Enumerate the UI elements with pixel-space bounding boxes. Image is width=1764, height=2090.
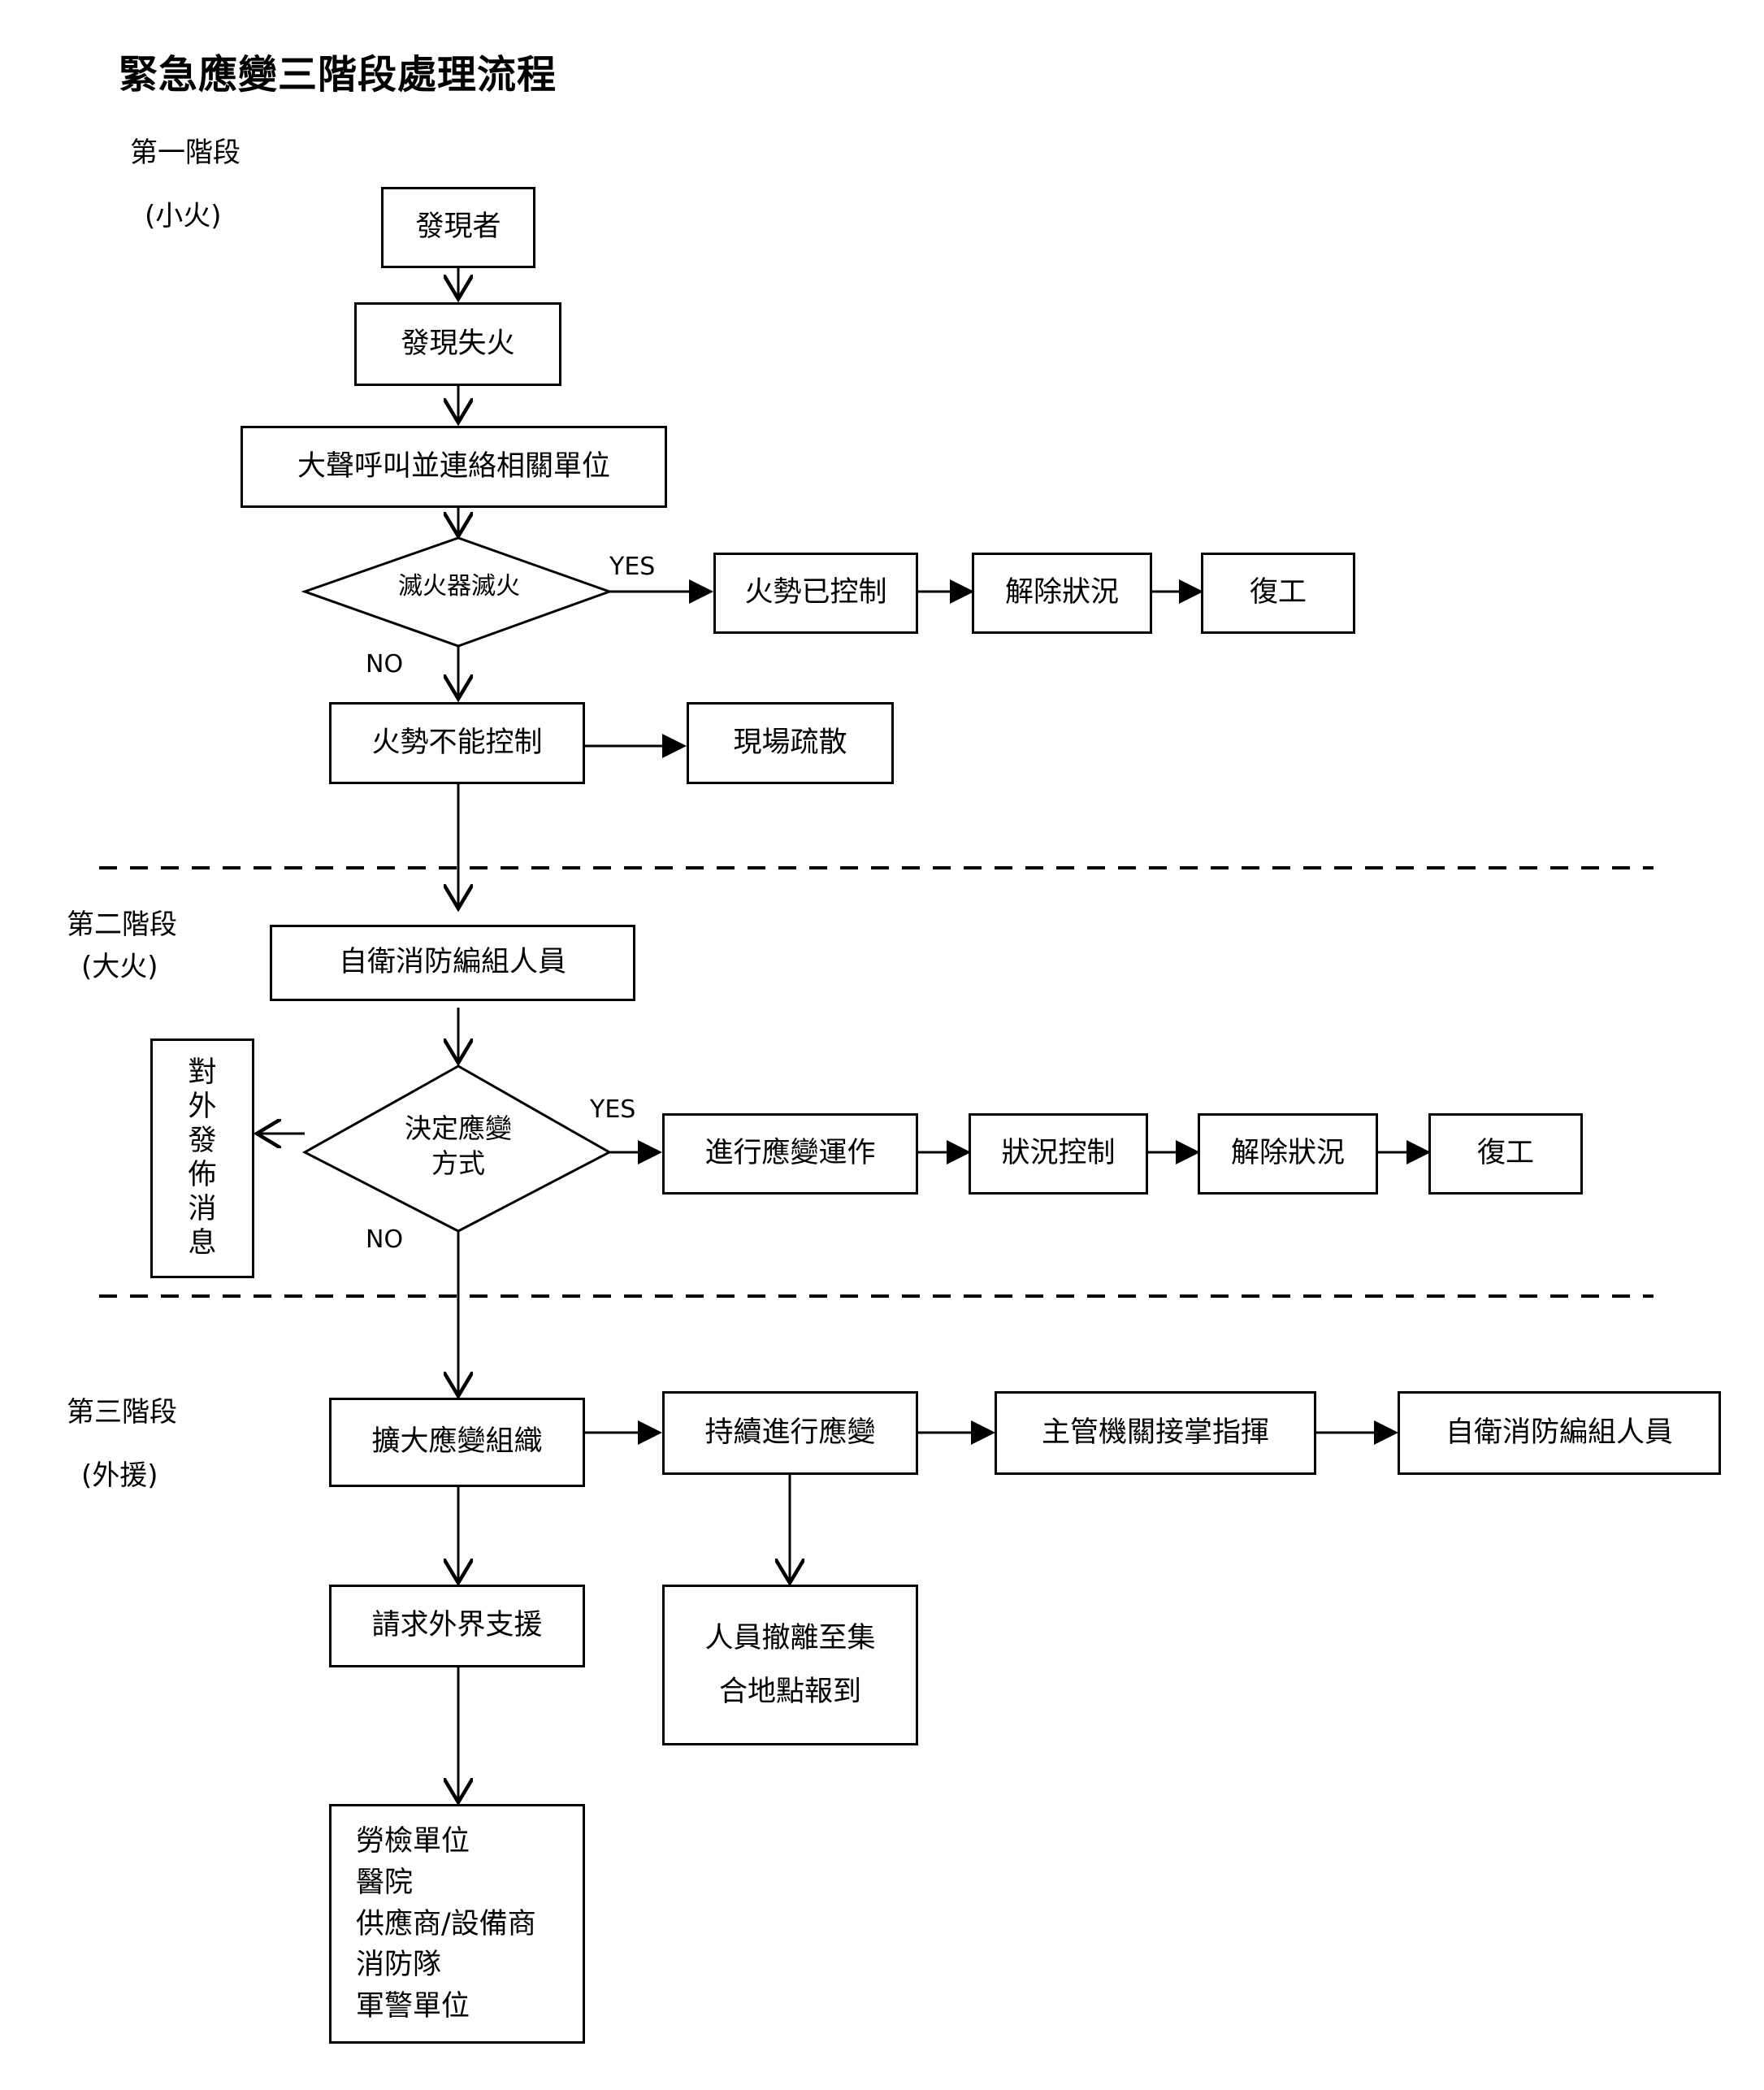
box-discover-fire: 發現失火 — [354, 302, 561, 386]
announce-char-2: 外 — [188, 1091, 217, 1123]
support-item-military-police: 軍警單位 — [356, 1990, 470, 2023]
stage2-note: (大火) — [81, 951, 158, 983]
support-item-fire-brigade: 消防隊 — [356, 1949, 442, 1982]
box-assemble-report: 人員撤離至集 合地點報到 — [662, 1585, 918, 1745]
box-external-announcement: 對 外 發 佈 消 息 — [150, 1038, 254, 1278]
stage1-note: (小火) — [145, 200, 222, 232]
decision-response-label: 決定應變 方式 — [369, 1112, 548, 1182]
announce-char-6: 息 — [188, 1227, 217, 1260]
box-resume-1: 復工 — [1201, 553, 1355, 634]
stage3-note: (外援) — [81, 1459, 158, 1492]
stage3-label: 第三階段 — [67, 1396, 177, 1429]
assemble-line2: 合地點報到 — [718, 1676, 861, 1708]
box-fire-controlled: 火勢已控制 — [713, 553, 918, 634]
announce-char-5: 消 — [188, 1193, 217, 1225]
box-self-defense-team-3: 自衛消防編組人員 — [1398, 1391, 1721, 1475]
yes-label-2: YES — [590, 1095, 636, 1124]
announce-char-3: 發 — [188, 1125, 217, 1157]
box-operate-response: 進行應變運作 — [662, 1113, 918, 1195]
decision-response-line2: 方式 — [431, 1147, 485, 1179]
box-self-defense-team: 自衛消防編組人員 — [270, 925, 635, 1001]
support-item-labor-inspection: 勞檢單位 — [356, 1825, 470, 1858]
stage2-label: 第二階段 — [67, 908, 177, 941]
box-evacuate: 現場疏散 — [687, 702, 894, 784]
box-authority-command: 主管機關接掌指揮 — [995, 1391, 1316, 1475]
box-shout-and-contact: 大聲呼叫並連絡相關單位 — [241, 426, 667, 508]
box-request-support: 請求外界支援 — [329, 1585, 585, 1667]
box-relieve-2: 解除狀況 — [1198, 1113, 1378, 1195]
no-label-2: NO — [366, 1225, 404, 1254]
stage1-label: 第一階段 — [130, 137, 241, 169]
box-resume-2: 復工 — [1428, 1113, 1583, 1195]
page-title: 緊急應變三階段處理流程 — [119, 52, 557, 98]
box-expand-organization: 擴大應變組織 — [329, 1398, 585, 1487]
decision-diamond-extinguisher — [301, 536, 613, 648]
yes-label-1: YES — [609, 553, 656, 581]
box-relieve-1: 解除狀況 — [972, 553, 1152, 634]
support-item-hospital: 醫院 — [356, 1866, 414, 1899]
no-label-1: NO — [366, 650, 404, 679]
decision-extinguisher-label: 滅火器滅火 — [398, 572, 520, 601]
support-item-suppliers: 供應商/設備商 — [356, 1907, 536, 1940]
announce-char-1: 對 — [188, 1056, 217, 1089]
announce-char-4: 佈 — [188, 1159, 217, 1191]
box-discoverer: 發現者 — [381, 187, 535, 268]
assemble-line1: 人員撤離至集 — [704, 1621, 876, 1654]
box-fire-uncontrolled: 火勢不能控制 — [329, 702, 585, 784]
box-continue-response: 持續進行應變 — [662, 1391, 918, 1475]
box-situation-control: 狀況控制 — [969, 1113, 1148, 1195]
box-support-units: 勞檢單位 醫院 供應商/設備商 消防隊 軍警單位 — [329, 1804, 585, 2044]
decision-response-line1: 決定應變 — [405, 1112, 512, 1144]
decision-diamond-response — [301, 1065, 613, 1233]
